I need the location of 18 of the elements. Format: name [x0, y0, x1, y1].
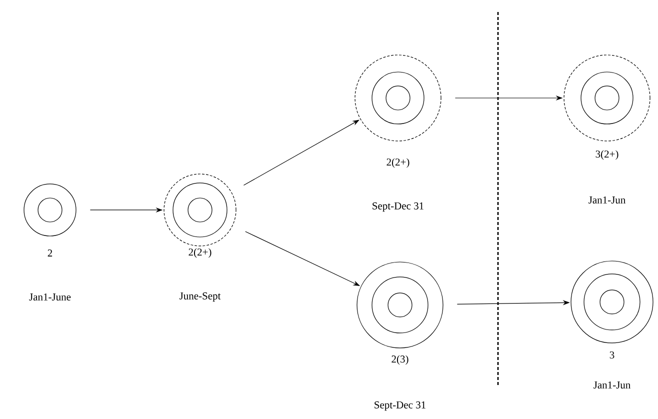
period-label: Jan1-June	[29, 293, 71, 300]
concentric-circles	[354, 54, 442, 142]
period-label: Sept-Dec 31	[374, 401, 426, 411]
period-label: Jan1-Jun	[594, 381, 630, 388]
count-label: 2	[48, 250, 52, 256]
concentric-circles	[570, 260, 654, 344]
period-label: June-Sept	[180, 292, 221, 302]
concentric-circles	[24, 184, 76, 236]
concentric-circles	[356, 262, 444, 348]
count-label: 2(3)	[392, 355, 408, 365]
period-label: Jan1-Jun	[588, 196, 626, 204]
concentric-circles	[564, 54, 650, 142]
period-label: Sept-Dec 31	[372, 202, 424, 212]
count-label: 3	[610, 351, 614, 359]
concentric-circles	[164, 174, 236, 246]
count-label: 3(2+)	[596, 150, 618, 160]
count-label: 2(2+)	[386, 158, 410, 168]
count-label: 2(2+)	[188, 248, 212, 258]
